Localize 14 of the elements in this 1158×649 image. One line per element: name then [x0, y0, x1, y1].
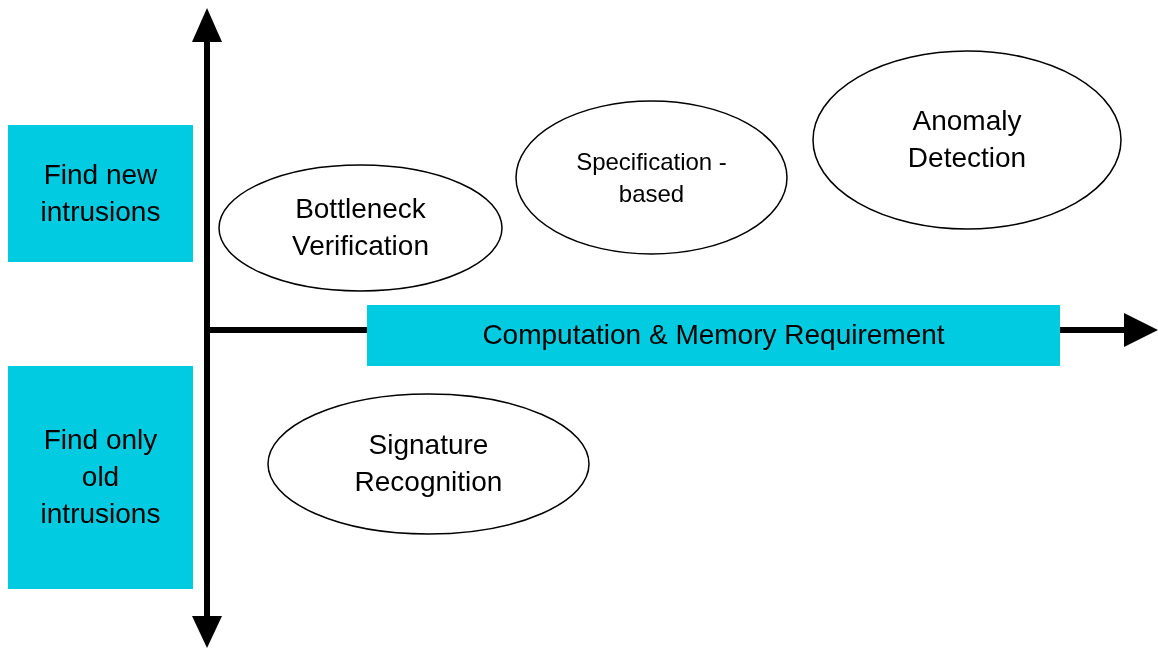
category-box: [367, 305, 1060, 366]
ellipse-node: [812, 50, 1122, 230]
node-label: Computation & Memory Requirement: [482, 318, 945, 352]
ellipse-node: [218, 164, 503, 292]
node-label: Find new intrusions: [39, 157, 162, 229]
category-box: [8, 125, 193, 262]
node-label: Specification -based: [575, 146, 728, 209]
node-label: Find only old intrusions: [40, 423, 161, 531]
node-label: Signature Recognition: [353, 428, 504, 499]
ellipse-node: [267, 393, 590, 535]
ellipse-node: [515, 100, 788, 255]
category-box: [8, 366, 193, 589]
node-label: Anomaly Detection: [906, 104, 1028, 175]
node-label: Bottleneck Verification: [291, 192, 430, 263]
